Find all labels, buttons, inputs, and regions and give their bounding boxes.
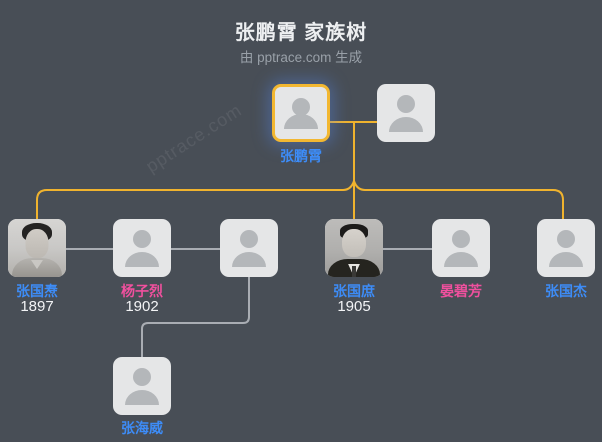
person-placeholder-icon [537, 219, 595, 277]
person-card-yangzilie[interactable] [113, 219, 171, 277]
person-card-spouse-top-unknown[interactable] [377, 84, 435, 142]
name-label-yangzilie: 杨子烈 [121, 283, 163, 299]
portrait-photo-zhangguotao [8, 219, 66, 277]
name-label-zhanghaiwei: 张海威 [121, 420, 163, 436]
person-placeholder-icon [275, 87, 327, 139]
person-card-zhangguojie[interactable] [537, 219, 595, 277]
page-title: 张鹏霄 家族树 [234, 22, 368, 44]
person-card-zhangguotao[interactable] [8, 219, 66, 277]
name-label-zhangguotao: 张国焘 [16, 283, 58, 299]
name-label-yanbifang: 晏碧芳 [440, 283, 482, 299]
branch-line-left [36, 180, 355, 220]
person-card-zhangpengxiao[interactable] [272, 84, 330, 142]
person-placeholder-icon [113, 219, 171, 277]
child-line-haiwei [141, 277, 250, 357]
page-subtitle: 由 pptrace.com 生成 [239, 50, 363, 65]
person-placeholder-icon [113, 357, 171, 415]
person-placeholder-icon [432, 219, 490, 277]
portrait-photo-zhangguoshu [325, 219, 383, 277]
name-label-zhangguoshu: 张国庶 [333, 283, 375, 299]
person-card-zhangguoshu[interactable] [325, 219, 383, 277]
person-placeholder-icon [377, 84, 435, 142]
person-placeholder-icon [220, 219, 278, 277]
person-card-zhanghaiwei[interactable] [113, 357, 171, 415]
name-label-zhangguojie: 张国杰 [545, 283, 587, 299]
year-label-zhangguotao: 1897 [20, 298, 54, 315]
branch-line-right [353, 180, 564, 220]
year-label-yangzilie: 1902 [125, 298, 159, 315]
person-card-spouse-mid-unknown[interactable] [220, 219, 278, 277]
year-label-zhangguoshu: 1905 [337, 298, 371, 315]
person-card-yanbifang[interactable] [432, 219, 490, 277]
name-label-zhangpengxiao: 张鹏霄 [280, 148, 322, 164]
